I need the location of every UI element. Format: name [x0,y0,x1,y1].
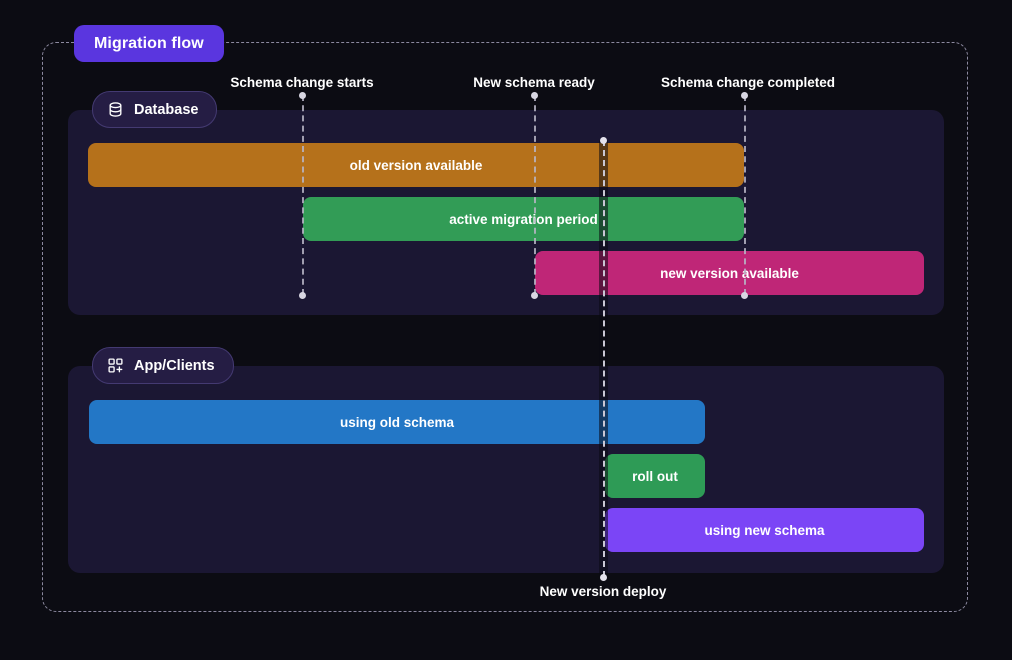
bar-new-version-available[interactable]: new version available [535,251,924,295]
app-grid-plus-icon [107,357,124,374]
lane-label-database: Database [134,101,199,118]
bar-label-using-new-schema: using new schema [704,522,825,538]
migration-flow-boundary [42,42,968,612]
deploy-marker-dashed-line [603,140,605,577]
milestone-label-new-schema-ready: New schema ready [473,75,595,90]
milestone-dashed-line [534,95,536,295]
milestone-dot-bottom [530,291,538,299]
milestone-label-schema-change-completed: Schema change completed [661,75,835,90]
lane-label-app-clients: App/Clients [134,357,215,374]
milestone-dot-top [298,91,306,99]
milestone-dot-bottom [298,291,306,299]
deploy-marker-text: New version deploy [539,584,667,599]
bar-roll-out[interactable]: roll out [605,454,705,498]
bar-label-roll-out: roll out [632,468,678,484]
milestone-label-schema-change-starts: Schema change starts [230,75,373,90]
deploy-marker-dot-bottom [599,573,607,581]
milestone-dot-top [740,91,748,99]
milestone-dashed-line [302,95,304,295]
bar-label-old-version-available: old version available [349,157,483,173]
deploy-marker-label: New version deploy [540,584,667,599]
deploy-marker-dot-top [599,136,607,144]
bar-using-new-schema[interactable]: using new schema [605,508,924,552]
lane-badge-database: Database [92,91,218,128]
bar-active-migration-period[interactable]: active migration period [303,197,744,241]
database-icon [107,101,124,118]
bar-label-using-old-schema: using old schema [339,414,455,430]
bar-label-new-version-available: new version available [660,265,799,281]
bar-using-old-schema[interactable]: using old schema [89,400,705,444]
milestone-text: New schema ready [473,75,595,90]
migration-flow-title: Migration flow [74,25,224,62]
lane-badge-app-clients: App/Clients [92,347,234,384]
milestone-dot-bottom [740,291,748,299]
milestone-text: Schema change completed [660,75,836,90]
migration-flow-title-label: Migration flow [94,34,204,52]
bar-old-version-available[interactable]: old version available [88,143,744,187]
milestone-dot-top [530,91,538,99]
bar-label-active-migration-period: active migration period [449,211,598,227]
milestone-dashed-line [744,95,746,295]
milestone-text: Schema change starts [230,75,374,90]
